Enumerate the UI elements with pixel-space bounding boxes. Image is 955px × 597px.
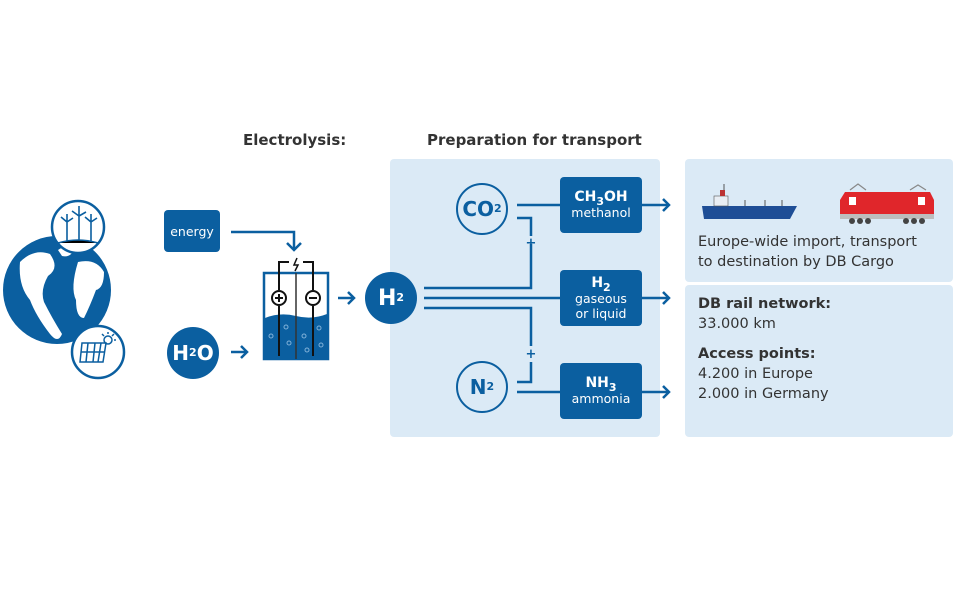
access-germany-value: 2.000 in Germany [698, 386, 829, 402]
hydrogen-arrow-head [662, 291, 671, 305]
hydrogen-product-box: H2 gaseous or liquid [560, 270, 642, 326]
liquid-label: or liquid [575, 305, 627, 321]
h2-to-methanol-branch [424, 244, 533, 290]
h2-to-ammonia-branch [424, 306, 533, 346]
water-arrow-head [240, 345, 249, 359]
wind-turbine-icon [50, 199, 106, 255]
preparation-heading: Preparation for transport [427, 131, 642, 149]
energy-arrow-head [286, 242, 302, 252]
locomotive-icon [840, 183, 934, 224]
electrolysis-heading: Electrolysis: [243, 131, 347, 149]
energy-label: energy [170, 223, 214, 239]
globe-icon [3, 236, 111, 344]
rail-network-label: DB rail network: [698, 296, 832, 312]
access-points-label: Access points: [698, 346, 816, 362]
network-panel [685, 285, 953, 437]
ammonia-box: NH3 ammonia [560, 363, 642, 419]
energy-connector [231, 230, 296, 250]
plus-sign-co2: + [526, 236, 537, 251]
access-europe-value: 4.200 in Europe [698, 366, 813, 382]
energy-box: energy [164, 210, 220, 252]
lightning-icon [292, 257, 300, 272]
cell-arrow-head [347, 291, 356, 305]
gaseous-label: gaseous [575, 290, 627, 306]
ammonia-label: ammonia [571, 391, 631, 406]
ship-icon [702, 184, 797, 219]
network-info: DB rail network: 33.000 km Access points… [698, 294, 831, 404]
ammonia-arrow-head [662, 385, 671, 399]
electrolysis-cell-icon [262, 257, 330, 361]
rail-network-value: 33.000 km [698, 316, 776, 332]
transport-description: Europe-wide import, transport to destina… [698, 234, 917, 270]
methanol-label: methanol [571, 205, 631, 220]
methanol-arrow-head [662, 198, 671, 212]
methanol-box: CH3OH methanol [560, 177, 642, 233]
solar-panel-icon [70, 324, 126, 380]
plus-sign-n2: + [526, 347, 537, 362]
